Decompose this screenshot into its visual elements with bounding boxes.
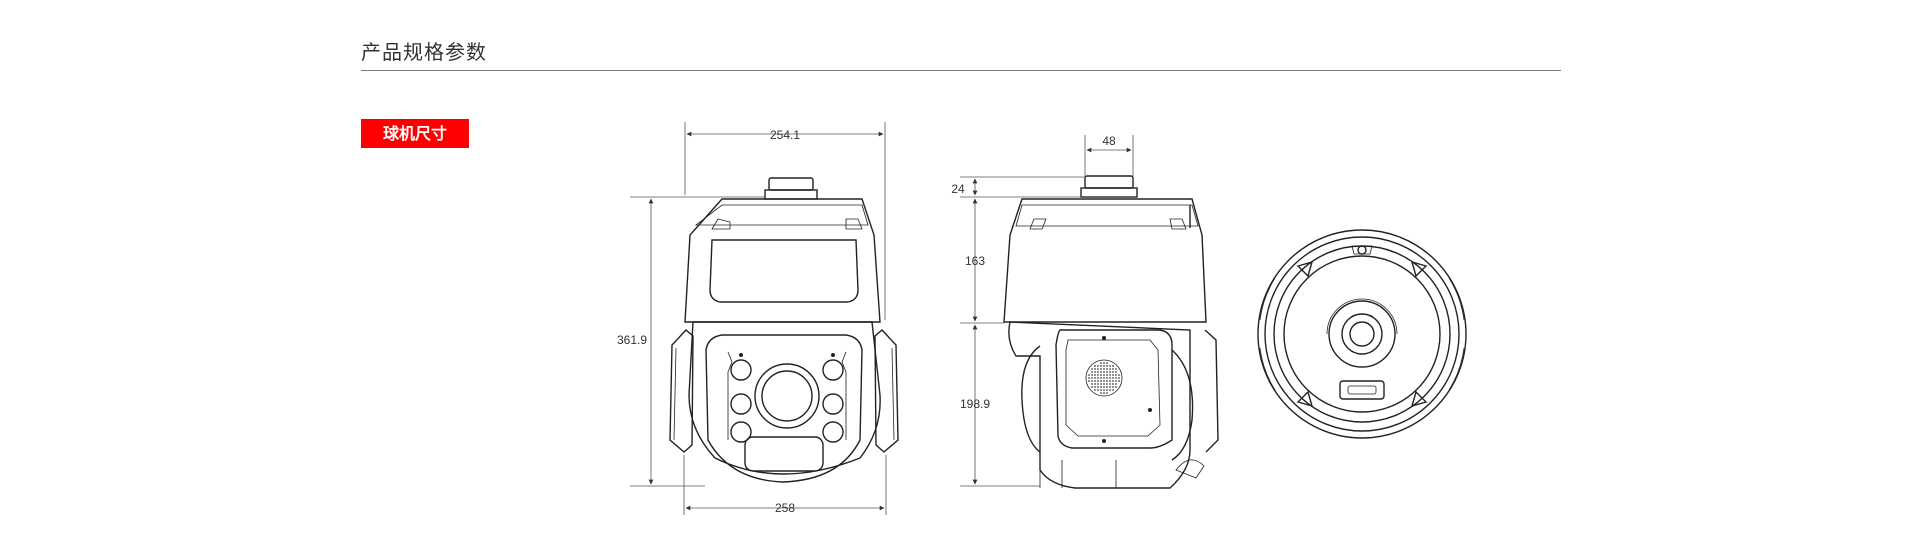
side-view: 48 24 163 198.9 — [951, 134, 1219, 489]
page-title: 产品规格参数 — [361, 40, 487, 64]
bottom-view — [1257, 229, 1467, 439]
side-upper-height-label: 163 — [965, 254, 985, 268]
side-lower-height-label: 198.9 — [960, 397, 990, 411]
side-mount-width-label: 48 — [1102, 134, 1116, 148]
title-divider — [361, 70, 1561, 71]
section-badge: 球机尺寸 — [361, 119, 469, 148]
front-height-label: 361.9 — [617, 333, 647, 347]
front-view: 254.1 361.9 258 — [617, 122, 899, 515]
side-mount-height-label: 24 — [951, 182, 965, 196]
front-top-width-label: 254.1 — [770, 128, 800, 142]
front-bottom-width-label: 258 — [775, 501, 795, 515]
speaker-grille — [1085, 359, 1123, 397]
